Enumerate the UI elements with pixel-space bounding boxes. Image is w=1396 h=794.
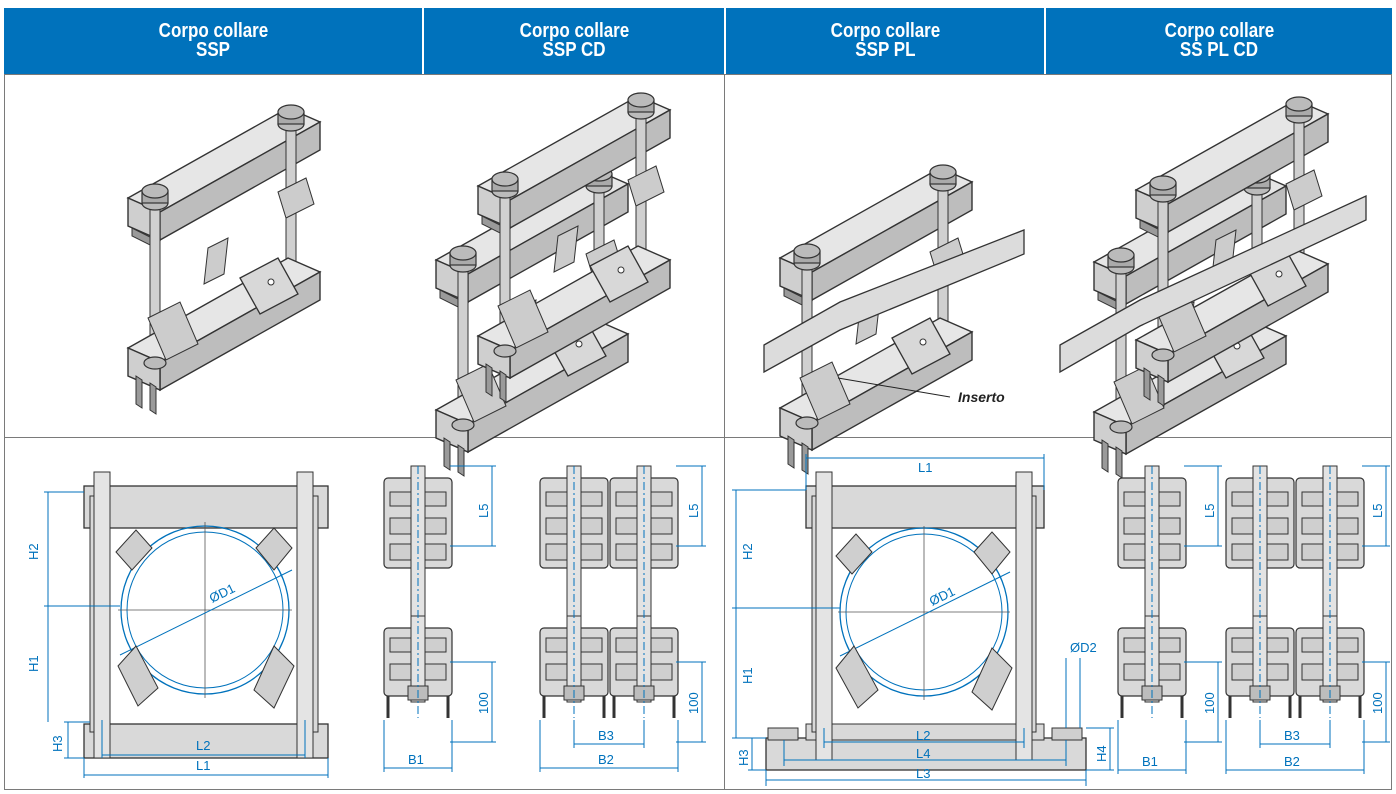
dim-ssp-cd-l5: L5 [686, 504, 701, 518]
header-ssp-cd-line2: SSP CD [542, 39, 606, 61]
dim-ss-pl-cd-l5: L5 [1370, 504, 1385, 518]
insert-leader [837, 377, 951, 398]
dim-ssp-d1: ØD1 [207, 580, 238, 605]
dim-ssp-pl-h1: H1 [740, 667, 755, 684]
dim-ssp-l2: L2 [196, 738, 210, 753]
dim-ssp-l5: L5 [476, 504, 491, 518]
drawing-ssp-end [382, 464, 454, 720]
dim-ssp-cd-b3: B3 [598, 728, 614, 743]
header-ssp-line2: SSP [195, 39, 231, 61]
dim-ssp-pl-h2: H2 [740, 543, 755, 560]
dim-ssp-100: 100 [476, 692, 491, 714]
dim-ssp-pl-l4: L4 [916, 746, 930, 761]
dim-ssp-h1: H1 [26, 655, 41, 672]
dim-ssp-pl-d1: ØD1 [927, 583, 958, 608]
cell-drawing-right [724, 437, 1392, 790]
header-ssp-cd-line1: Corpo collare [519, 20, 629, 42]
drawing-ssp-pl-side [765, 471, 1087, 771]
header-ssp-cd: Corpo collare SSP CD [424, 8, 724, 74]
dim-ssp-pl-l2: L2 [916, 728, 930, 743]
dim-ssp-cd-100: 100 [686, 692, 701, 714]
iso-ssp-pl-base [763, 229, 1025, 374]
drawing-ssp-cd-end [538, 464, 680, 720]
header-ss-pl-cd-line1: Corpo collare [1164, 20, 1274, 42]
header-ssp-pl-line1: Corpo collare [830, 20, 940, 42]
iso-ssp [127, 104, 321, 415]
dim-ssp-h3: H3 [50, 735, 65, 752]
dim-ssp-l1: L1 [196, 758, 210, 773]
dim-ssp-h2: H2 [26, 543, 41, 560]
dim-ssp-pl-100: 100 [1202, 692, 1217, 714]
drawing-ssp-pl-end [1116, 464, 1188, 720]
dim-ss-pl-cd-b3: B3 [1284, 728, 1300, 743]
insert-label: Inserto [958, 389, 1005, 405]
dim-ssp-b1: B1 [408, 752, 424, 767]
dim-ss-pl-cd-100: 100 [1370, 692, 1385, 714]
dim-ssp-pl-l5: L5 [1202, 504, 1217, 518]
header-ssp-pl: Corpo collare SSP PL [726, 8, 1044, 74]
drawing-ssp-side [83, 471, 329, 759]
dim-ssp-cd-b2: B2 [598, 752, 614, 767]
header-ss-pl-cd-line2: SS PL CD [1179, 39, 1259, 61]
header-ssp: Corpo collare SSP [4, 8, 422, 74]
header-ssp-line1: Corpo collare [158, 20, 268, 42]
dim-ssp-pl-l3: L3 [916, 766, 930, 781]
dim-ssp-pl-h4: H4 [1094, 745, 1109, 762]
dim-ssp-pl-l1: L1 [918, 460, 932, 475]
iso-ss-pl-cd-base [1059, 194, 1367, 374]
drawing-ss-pl-cd-end [1224, 464, 1366, 720]
dim-ssp-pl-b1: B1 [1142, 754, 1158, 769]
dim-ss-pl-cd-b2: B2 [1284, 754, 1300, 769]
header-ss-pl-cd: Corpo collare SS PL CD [1046, 8, 1392, 74]
header-ssp-pl-line2: SSP PL [854, 39, 916, 61]
dim-ssp-pl-d2: ØD2 [1070, 640, 1097, 655]
dim-ssp-pl-h3: H3 [736, 749, 751, 766]
